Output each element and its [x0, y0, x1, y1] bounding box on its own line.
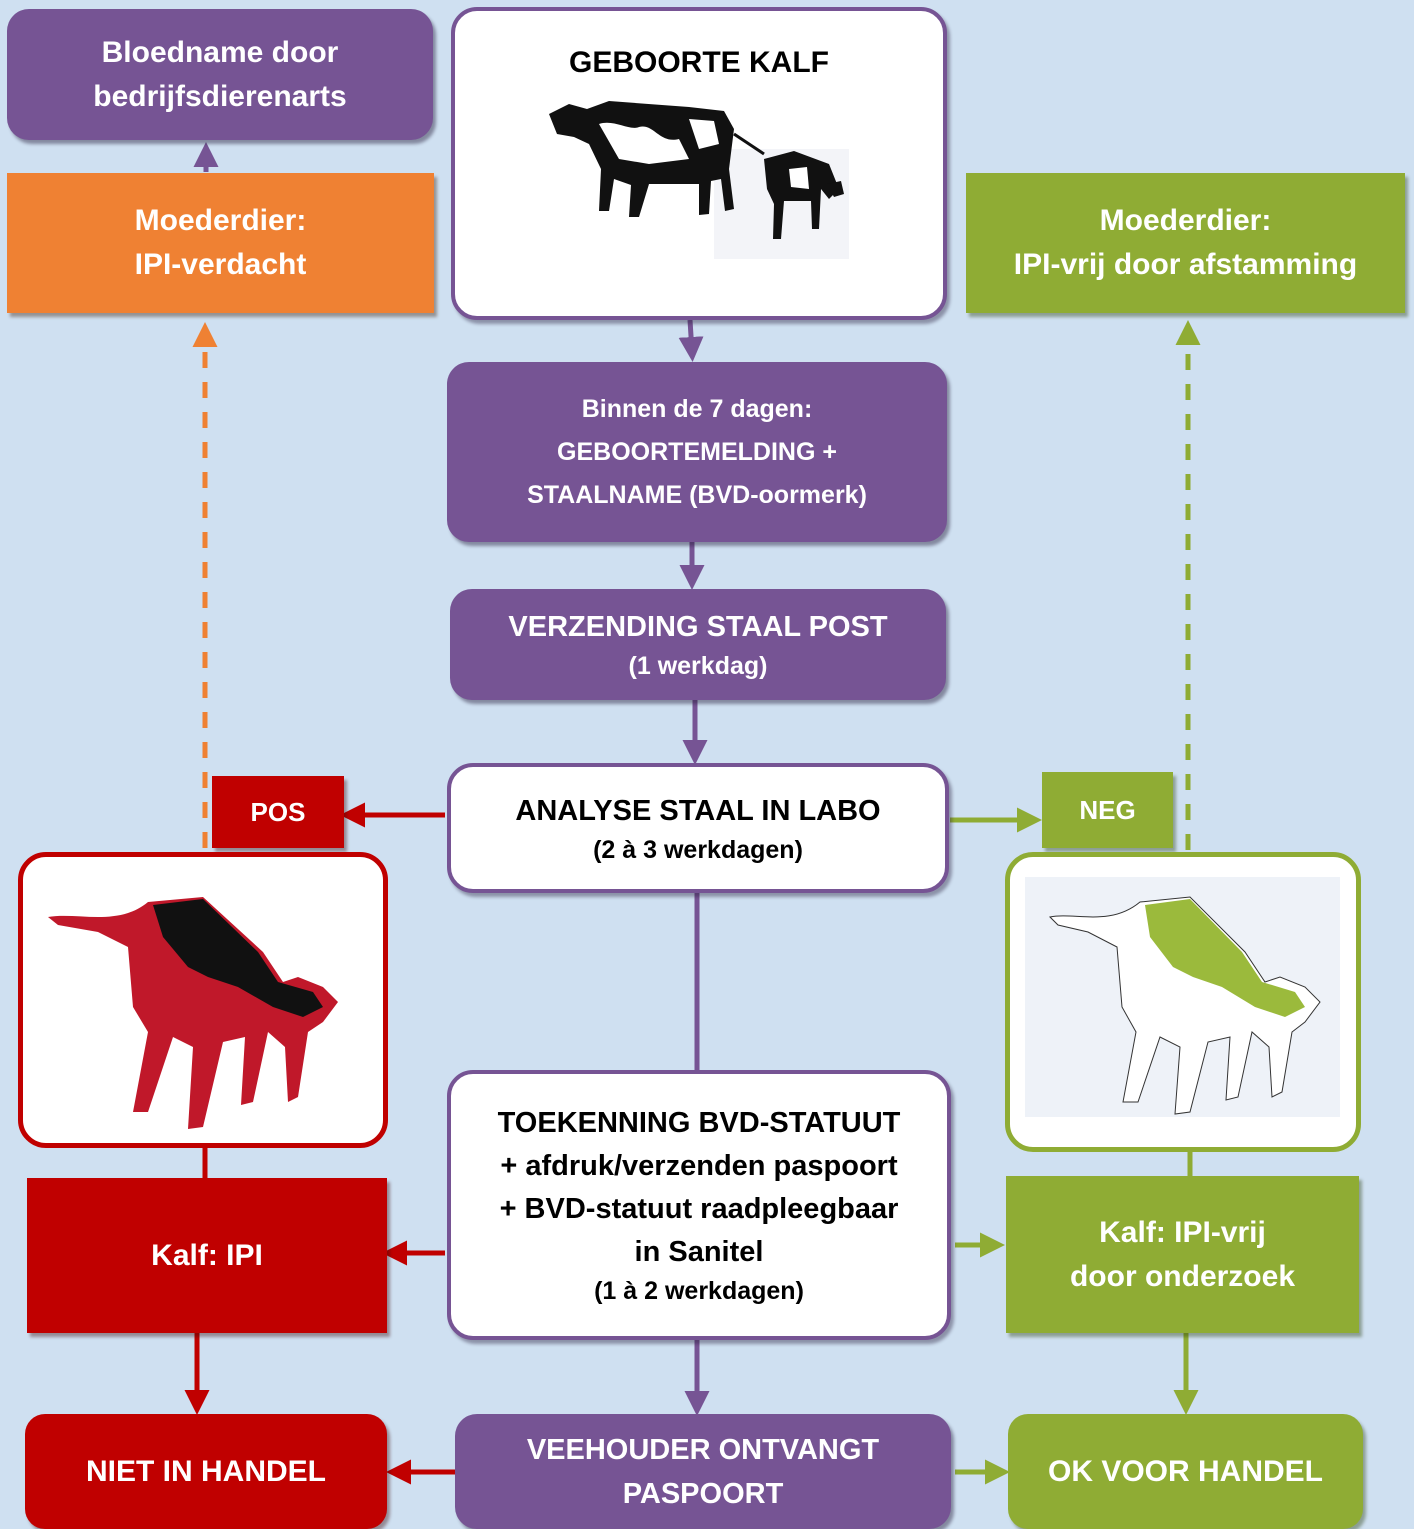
toekenning-line4: in Sanitel — [634, 1236, 764, 1268]
paspoort-line1: VEEHOUDER ONTVANGT — [526, 1433, 880, 1466]
verdacht-line1: Moederdier: — [134, 204, 307, 237]
geboorte-title: GEBOORTE KALF — [569, 46, 829, 79]
toekenning-box: TOEKENNING BVD-STATUUT + afdruk/verzende… — [447, 1070, 951, 1340]
moederdier-vrij-box: Moederdier: IPI-vrij door afstamming — [966, 173, 1405, 313]
bloedname-line2: bedrijfsdierenarts — [93, 79, 347, 113]
cow-and-calf-image — [549, 101, 849, 259]
binnen-line3: STAALNAME (BVD-oormerk) — [527, 480, 867, 509]
verzending-line1: VERZENDING STAAL POST — [508, 611, 888, 643]
bloedname-line1: Bloedname door — [101, 35, 339, 69]
kalf-vrij-line1: Kalf: IPI-vrij — [1099, 1215, 1266, 1249]
kalf-vrij-line2: door onderzoek — [1069, 1259, 1295, 1293]
red-calf-frame — [18, 852, 388, 1148]
pos-label: POS — [212, 776, 344, 848]
moederdier-verdacht-box: Moederdier: IPI-verdacht — [7, 173, 434, 313]
geboorte-kalf-box: GEBOORTE KALF — [451, 7, 947, 320]
neg-label: NEG — [1042, 772, 1173, 848]
calf-green-silhouette — [1025, 877, 1340, 1117]
paspoort-box: VEEHOUDER ONTVANGT PASPOORT — [455, 1414, 951, 1529]
arrow-geboorte-binnen — [678, 319, 704, 362]
bloedname-box: Bloedname door bedrijfsdierenarts — [7, 9, 433, 140]
verzending-line2: (1 werkdag) — [628, 652, 768, 680]
toekenning-line3: + BVD-statuut raadpleegbaar — [499, 1193, 899, 1225]
toekenning-line2: + afdruk/verzenden paspoort — [500, 1150, 898, 1182]
analyse-line1: ANALYSE STAAL IN LABO — [515, 794, 881, 827]
verzending-box: VERZENDING STAAL POST (1 werkdag) — [450, 589, 946, 700]
binnen-line1: Binnen de 7 dagen: — [581, 394, 813, 423]
kalf-vrij-box: Kalf: IPI-vrij door onderzoek — [1006, 1176, 1359, 1333]
kalf-ipi-box: Kalf: IPI — [27, 1178, 387, 1333]
verdacht-line2: IPI-verdacht — [134, 248, 307, 281]
toekenning-line5: (1 à 2 werkdagen) — [594, 1277, 804, 1305]
analyse-line2: (2 à 3 werkdagen) — [593, 835, 803, 864]
toekenning-line1: TOEKENNING BVD-STATUUT — [497, 1107, 901, 1139]
geboortemelding-box: Binnen de 7 dagen: GEBOORTEMELDING + STA… — [447, 362, 947, 542]
paspoort-line2: PASPOORT — [622, 1477, 784, 1510]
niet-in-handel-box: NIET IN HANDEL — [25, 1414, 387, 1529]
analyse-box: ANALYSE STAAL IN LABO (2 à 3 werkdagen) — [447, 763, 949, 893]
green-calf-frame — [1005, 852, 1361, 1152]
ok-voor-handel-box: OK VOOR HANDEL — [1008, 1414, 1363, 1529]
binnen-line2: GEBOORTEMELDING + — [557, 437, 837, 466]
calf-red-silhouette — [48, 897, 338, 1129]
vrij-line1: Moederdier: — [1099, 204, 1272, 237]
vrij-line2: IPI-vrij door afstamming — [1013, 248, 1358, 281]
